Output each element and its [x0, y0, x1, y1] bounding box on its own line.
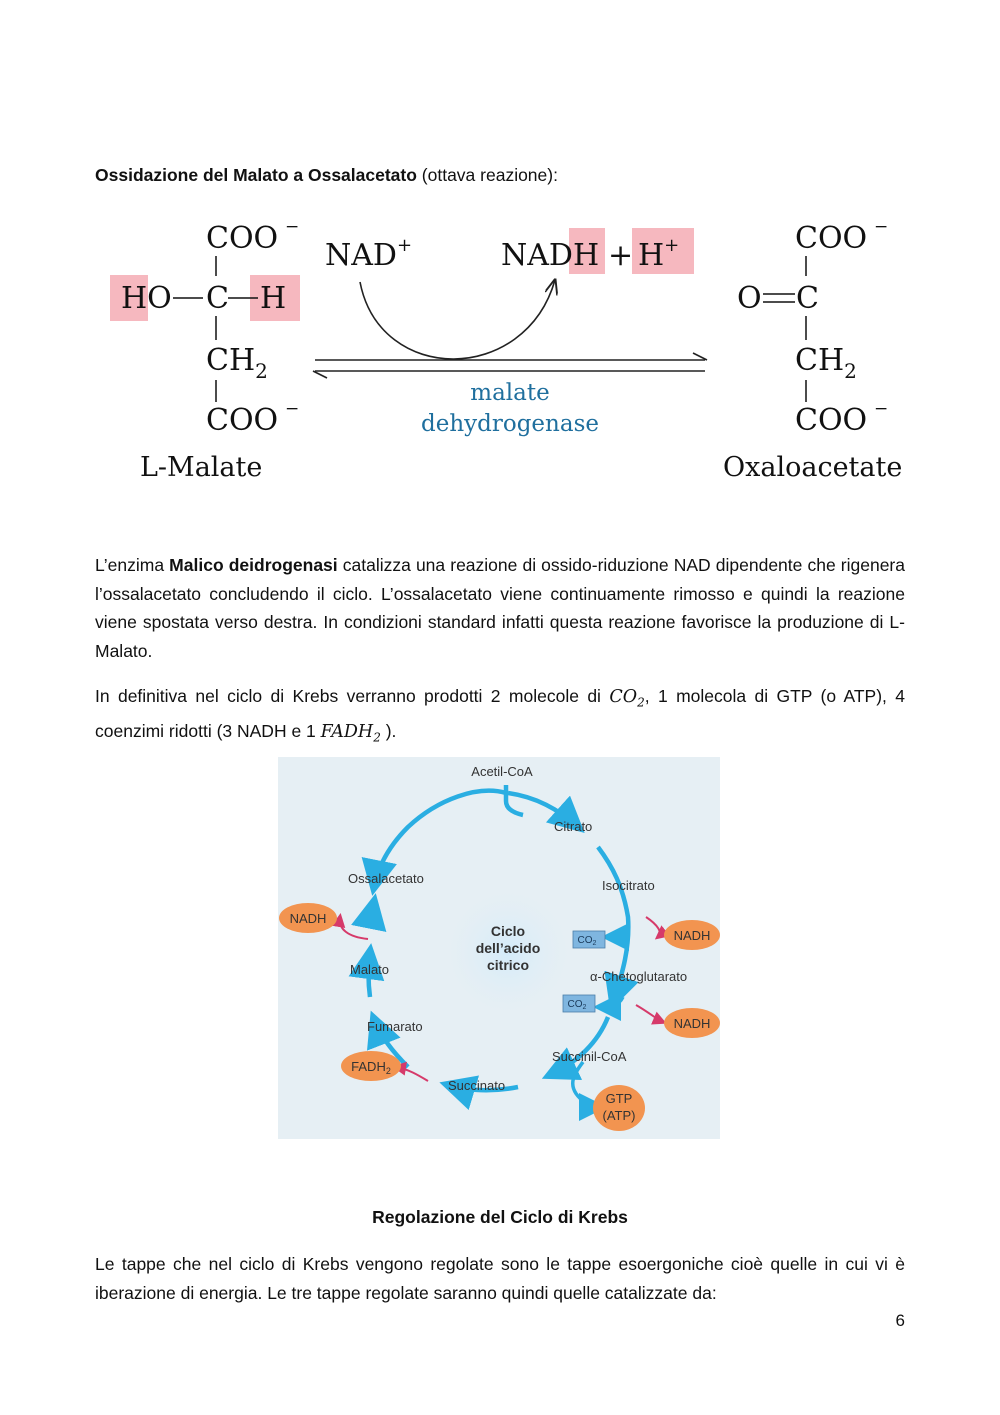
nadh-oval-right-2	[664, 1008, 720, 1038]
oxalo-o: O	[737, 281, 762, 316]
heading-rest-text: (ottava reazione):	[416, 165, 558, 185]
heading-bold-text: Ossidazione del Malato a Ossalacetato	[95, 165, 417, 185]
p1-after: catalizza una reazione di ossido-riduzio…	[95, 555, 905, 661]
label-succinil-coa: Succinil-CoA	[552, 1049, 627, 1064]
enzyme-name-line2: dehydrogenase	[421, 411, 599, 437]
p2-part2: , 1 molecola di GTP (o ATP), 4 coenzimi …	[95, 686, 906, 741]
oxalo-coo-bottom: COO	[795, 403, 867, 438]
page-number: 6	[895, 1311, 905, 1330]
nadh-oval-left	[279, 903, 337, 933]
gtp-atp-oval	[593, 1085, 645, 1131]
highlight-h-nadh	[569, 228, 605, 274]
l-malate-label: L-Malate	[140, 452, 262, 483]
oxaloacetate-structure: COO − O C CH2 COO − Oxaloacetate	[723, 217, 902, 483]
label-isocitrato: Isocitrato	[602, 878, 655, 893]
nadh-text-right-2: NADH	[674, 1016, 711, 1031]
malate-dehydrogenase-reaction: COO − HO C H CH2 COO − L-Malate NAD+ NAD…	[110, 217, 902, 483]
label-malato: Malato	[350, 962, 389, 977]
label-succinato: Succinato	[448, 1078, 505, 1093]
nadh: NADH	[501, 238, 599, 273]
l-malate-structure: COO − HO C H CH2 COO − L-Malate	[121, 217, 299, 483]
p2-part3: ).	[380, 721, 397, 741]
co2-text-1: CO2	[578, 935, 597, 947]
malate-ch2: CH2	[206, 343, 268, 383]
malate-minus-bottom: −	[285, 399, 299, 419]
malate-minus-top: −	[285, 217, 299, 237]
citric-acid-cycle-figure: Acetil-CoA Citrato Isocitrato α-Chetoglu…	[278, 757, 720, 1139]
paragraph-krebs-products: In definitiva nel ciclo di Krebs verrann…	[95, 682, 905, 752]
nad-plus: NAD+	[325, 235, 412, 273]
gtp-text: GTP	[606, 1091, 633, 1106]
oxaloacetate-label: Oxaloacetate	[723, 452, 902, 483]
co2-box-2	[562, 994, 596, 1013]
p2-part1: In definitiva nel ciclo di Krebs verrann…	[95, 686, 610, 706]
paragraph-malic-dehydrogenase: L’enzima Malico deidrogenasi catalizza u…	[95, 551, 905, 665]
highlight-h-left	[250, 275, 300, 321]
oxalo-minus-top: −	[874, 217, 888, 237]
co2-box-1	[572, 930, 606, 949]
malate-ho: HO	[121, 281, 172, 316]
fadh2-oval	[341, 1051, 401, 1081]
malate-coo-top: COO	[206, 221, 278, 256]
p1-bold: Malico deidrogenasi	[169, 555, 338, 575]
p1-before: L’enzima	[95, 555, 170, 575]
malate-c: C	[206, 281, 229, 316]
oxalo-c: C	[796, 281, 819, 316]
fadh2-text: FADH2	[351, 1059, 391, 1076]
center-line2: dell’acido	[476, 940, 541, 956]
label-citrato: Citrato	[554, 819, 592, 834]
fadh2-formula: FADH2	[320, 722, 381, 745]
oxalo-minus-bottom: −	[874, 399, 888, 419]
cofactor-curved-arrow	[359, 280, 555, 360]
nadh-text-right-1: NADH	[674, 928, 711, 943]
nadh-oval-right-1	[664, 920, 720, 950]
h-plus: H+	[638, 235, 679, 273]
highlight-ho	[110, 275, 148, 321]
malate-coo-bottom: COO	[206, 403, 278, 438]
label-fumarato: Fumarato	[367, 1019, 423, 1034]
atp-text: (ATP)	[603, 1108, 636, 1123]
enzyme-name-line1: malate	[470, 380, 549, 406]
center-line3: citrico	[487, 957, 529, 973]
cofactors: NAD+ NADH + H+	[325, 235, 679, 273]
nadh-text-left: NADH	[290, 911, 327, 926]
label-acetil-coa: Acetil-CoA	[471, 764, 533, 779]
section-heading-regulation: Regolazione del Ciclo di Krebs	[372, 1207, 628, 1227]
paragraph-regulation: Le tappe che nel ciclo di Krebs vengono …	[95, 1254, 905, 1303]
center-line1: Ciclo	[491, 923, 525, 939]
label-ossalacetato: Ossalacetato	[348, 871, 424, 886]
label-chetoglutarato: α-Chetoglutarato	[590, 969, 687, 984]
malate-h: H	[260, 281, 286, 316]
co2-text-2: CO2	[568, 999, 587, 1011]
oxalo-coo-top: COO	[795, 221, 867, 256]
oxalo-ch2: CH2	[795, 343, 857, 383]
plus-sign: +	[608, 238, 633, 273]
highlight-h-plus	[632, 228, 694, 274]
section-heading-malate-oxidation: Ossidazione del Malato a Ossalacetato (o…	[95, 165, 558, 186]
co2-formula: CO2	[609, 687, 645, 710]
